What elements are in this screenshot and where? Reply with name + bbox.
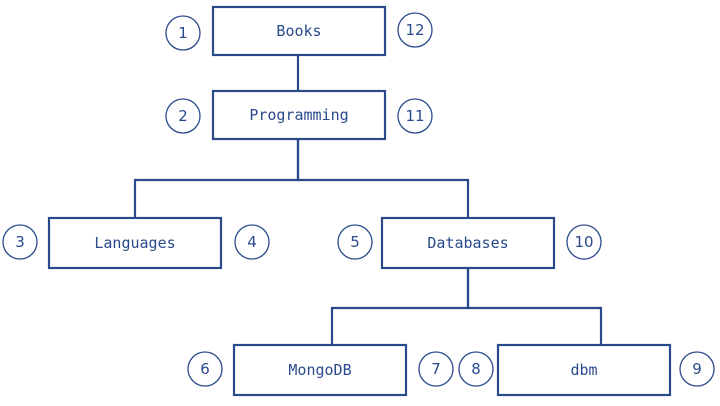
post-order-circle xyxy=(397,98,433,134)
node-databases: Databases 5 10 xyxy=(337,216,602,270)
pre-order-circle xyxy=(187,351,223,387)
node-mongodb: MongoDB 6 7 xyxy=(187,343,454,397)
node-label: Books xyxy=(276,22,321,40)
node-box xyxy=(232,343,408,397)
edge-programming-languages xyxy=(133,137,300,220)
post-order-circle xyxy=(566,224,602,260)
node-box xyxy=(211,5,387,57)
pre-order-circle xyxy=(165,15,201,51)
post-order-number: 12 xyxy=(405,21,424,39)
post-order-circle xyxy=(397,12,433,48)
node-label: Databases xyxy=(427,234,508,252)
pre-order-circle xyxy=(2,224,38,260)
node-dbm: dbm 8 9 xyxy=(458,343,715,397)
pre-order-number: 5 xyxy=(350,233,360,251)
pre-order-number: 2 xyxy=(178,107,188,125)
node-box xyxy=(47,216,223,270)
node-label: Programming xyxy=(249,106,348,124)
node-box xyxy=(496,343,672,397)
pre-order-circle xyxy=(458,351,494,387)
post-order-number: 10 xyxy=(574,233,593,251)
pre-order-circle xyxy=(165,98,201,134)
edge-databases-mongodb xyxy=(330,266,470,347)
node-languages: Languages 3 4 xyxy=(2,216,270,270)
pre-order-number: 3 xyxy=(15,233,25,251)
pre-order-number: 1 xyxy=(178,24,188,42)
post-order-circle xyxy=(679,351,715,387)
node-books: Books 1 12 xyxy=(165,5,433,57)
pre-order-circle xyxy=(337,224,373,260)
post-order-number: 4 xyxy=(247,233,257,251)
edge-programming-databases xyxy=(296,137,470,220)
post-order-number: 7 xyxy=(431,360,441,378)
node-box xyxy=(380,216,556,270)
post-order-circle xyxy=(418,351,454,387)
connectors xyxy=(133,53,603,347)
pre-order-number: 6 xyxy=(200,360,210,378)
node-label: MongoDB xyxy=(288,361,351,379)
node-box xyxy=(211,89,387,141)
post-order-number: 9 xyxy=(692,360,702,378)
node-programming: Programming 2 11 xyxy=(165,89,433,141)
post-order-number: 11 xyxy=(405,107,424,125)
edge-databases-dbm xyxy=(466,266,603,347)
pre-order-number: 8 xyxy=(471,360,481,378)
post-order-circle xyxy=(234,224,270,260)
node-label: Languages xyxy=(94,234,175,252)
node-label: dbm xyxy=(570,361,597,379)
